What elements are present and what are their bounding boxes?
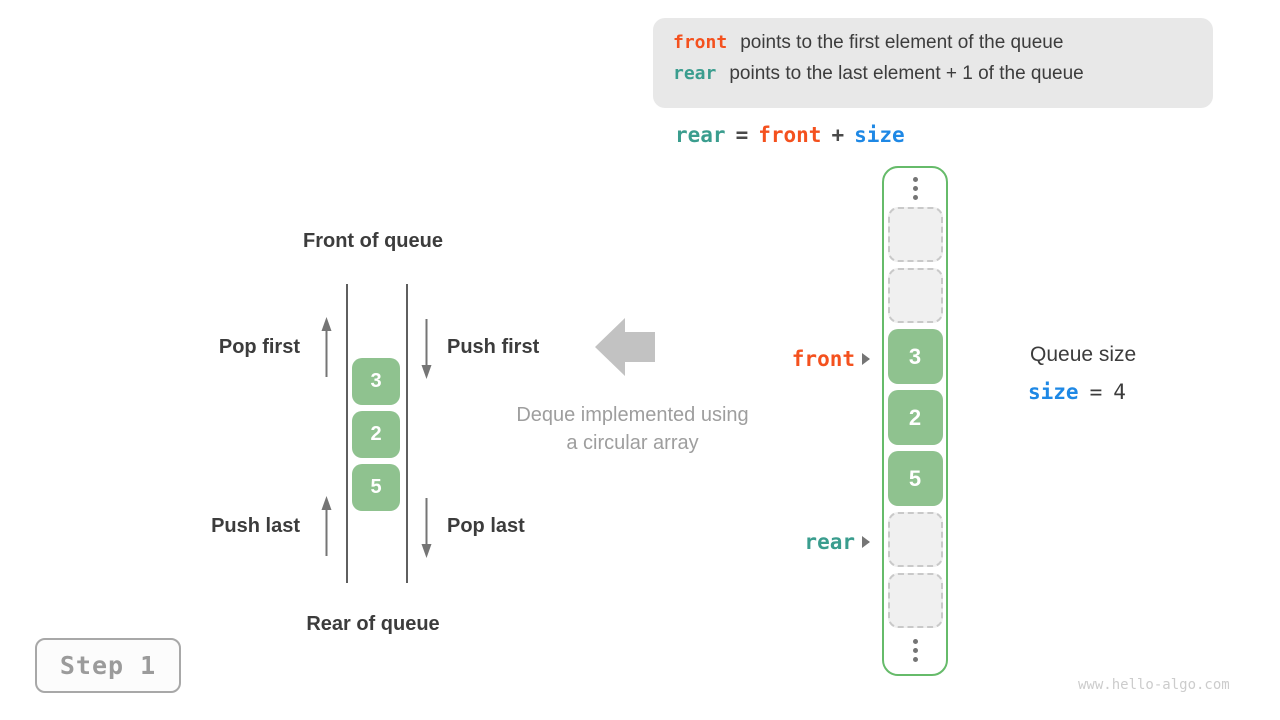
formula: rear = front + size (675, 123, 905, 147)
formula-token: = (735, 123, 749, 147)
formula-token: + (831, 123, 845, 147)
formula-token: front (758, 123, 822, 147)
array-cell-empty (887, 207, 943, 262)
ellipsis-dot (912, 177, 918, 182)
push-first-down-arrow-icon (421, 319, 432, 379)
queue-channel-left-line (346, 284, 348, 583)
left-block-arrow-icon (595, 318, 655, 376)
push-last-label: Push last (211, 515, 300, 537)
pop-last-down-arrow-icon (421, 498, 432, 558)
legend-keyword: rear (673, 63, 717, 84)
caption-line-2: a circular array (566, 432, 699, 454)
ellipsis-icon (912, 637, 918, 664)
legend-line: front points to the first element of the … (673, 32, 1213, 63)
pop-first-up-arrow-icon (321, 317, 332, 377)
deque-stack: 3 2 5 (352, 358, 400, 517)
front-pointer-arrow-icon (862, 352, 876, 365)
legend-line: rear points to the last element + 1 of th… (673, 63, 1213, 94)
deque-value-box: 5 (352, 464, 400, 511)
legend-keyword: front (673, 32, 728, 53)
array-cell-value: 2 (887, 390, 943, 445)
rear-pointer-label: rear (804, 529, 855, 554)
ellipsis-dot (912, 186, 918, 191)
array-cell-empty (887, 268, 943, 323)
size-variable: size (1028, 380, 1079, 404)
front-pointer-label: front (791, 346, 855, 371)
size-value: 4 (1113, 380, 1126, 404)
array-cell-empty (887, 512, 943, 567)
ellipsis-dot (912, 639, 918, 644)
push-last-up-arrow-icon (321, 496, 332, 556)
size-equals-sign: = (1089, 380, 1103, 404)
array-cell-value: 5 (887, 451, 943, 506)
formula-token: size (854, 123, 905, 147)
array-column: 3 2 5 (882, 166, 948, 676)
queue-channel-right-line (406, 284, 408, 583)
ellipsis-icon (912, 175, 918, 202)
push-first-label: Push first (447, 336, 540, 358)
rear-of-queue-label: Rear of queue (306, 613, 440, 635)
front-pointer: front (736, 345, 876, 372)
front-of-queue-label: Front of queue (303, 230, 443, 252)
array-cell-empty (887, 573, 943, 628)
legend-box: front points to the first element of the … (653, 18, 1213, 108)
pop-first-label: Pop first (218, 336, 300, 358)
formula-token: rear (675, 123, 726, 147)
pop-last-label: Pop last (447, 515, 525, 537)
caption-line-1: Deque implemented using (516, 404, 749, 426)
queue-size-equation: size = 4 (1028, 380, 1126, 404)
rear-pointer: rear (736, 528, 876, 555)
legend-text: points to the first element of the queue (740, 32, 1064, 53)
deque-value-box: 2 (352, 411, 400, 458)
queue-size-title: Queue size (1030, 343, 1137, 366)
diagram-caption: Deque implemented using a circular array (470, 401, 795, 457)
watermark: www.hello-algo.com (1078, 677, 1230, 693)
deque-value-box: 3 (352, 358, 400, 405)
ellipsis-dot (912, 657, 918, 662)
ellipsis-dot (912, 195, 918, 200)
step-badge: Step 1 (35, 638, 181, 693)
ellipsis-dot (912, 648, 918, 653)
rear-pointer-arrow-icon (862, 535, 876, 548)
array-cell-value: 3 (887, 329, 943, 384)
legend-text: points to the last element + 1 of the qu… (729, 63, 1084, 84)
